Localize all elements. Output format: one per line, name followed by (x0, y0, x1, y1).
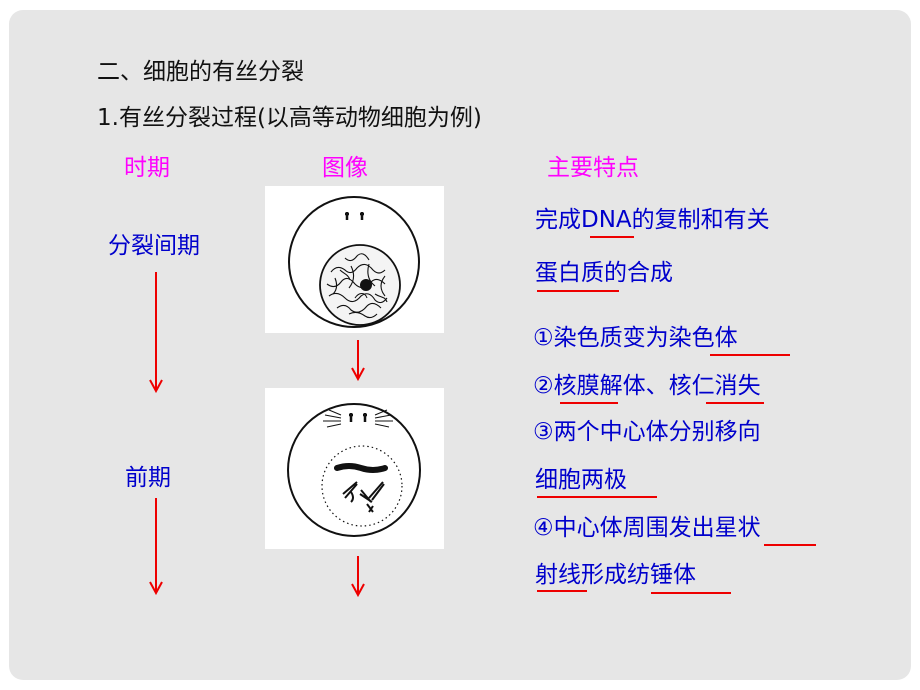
feature-prophase-1: ①染色质变为染色体 (533, 325, 738, 351)
slide-background (9, 10, 911, 680)
feature-prophase-4b: 射线形成纺锤体 (535, 562, 696, 588)
column-header-image: 图像 (322, 155, 368, 181)
feature-prophase-3b: 细胞两极 (535, 467, 627, 493)
feature-prophase-4a: ④中心体周围发出星状 (533, 515, 761, 541)
underline (537, 496, 657, 498)
section-heading: 二、细胞的有丝分裂 (97, 59, 304, 85)
phase-label-prophase: 前期 (125, 465, 171, 491)
column-header-features: 主要特点 (547, 155, 639, 181)
feature-interphase-line1: 完成DNA的复制和有关 (535, 207, 770, 233)
prophase-cell-illustration (265, 388, 444, 549)
underline (710, 354, 790, 356)
underline (560, 402, 618, 404)
phase-label-interphase: 分裂间期 (108, 233, 200, 259)
down-arrow-icon (149, 272, 163, 394)
down-arrow-icon (351, 556, 365, 598)
underline (537, 590, 587, 592)
subsection-heading: 1.有丝分裂过程(以高等动物细胞为例) (97, 105, 482, 131)
underline (651, 592, 731, 594)
underline (764, 544, 816, 546)
column-header-period: 时期 (124, 155, 170, 181)
underline (537, 290, 619, 292)
underline (706, 402, 764, 404)
feature-prophase-3a: ③两个中心体分别移向 (533, 419, 761, 445)
interphase-cell-illustration (265, 186, 444, 333)
feature-interphase-line2: 蛋白质的合成 (535, 260, 673, 286)
underline (590, 236, 634, 238)
down-arrow-icon (351, 340, 365, 382)
feature-prophase-2: ②核膜解体、核仁消失 (533, 373, 761, 399)
down-arrow-icon (149, 498, 163, 596)
